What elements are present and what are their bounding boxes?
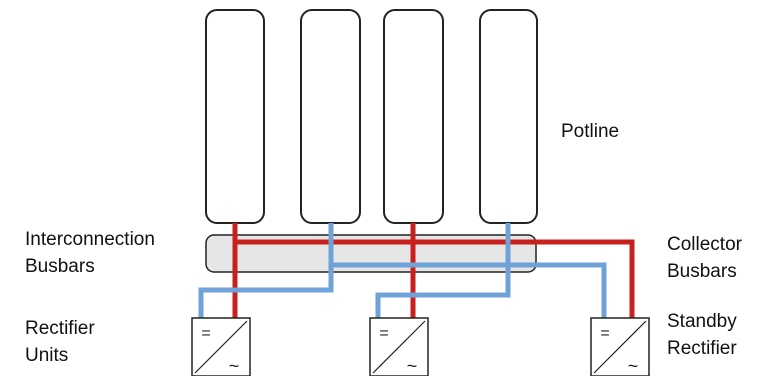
rectifier-1-ac-symbol: ~ [229, 356, 240, 376]
red-collector-busbar [235, 239, 635, 320]
standby-rectifier-ac-symbol: ~ [628, 356, 639, 376]
interconnection-busbars-label-line-2: Busbars [25, 256, 95, 277]
interconnection-busbars-label: Interconnection Busbars [25, 226, 155, 280]
rectifier-2-ac-symbol: ~ [407, 356, 418, 376]
blue-busbar-cell4-to-rectifier-2 [375, 223, 511, 320]
interconnection-busbars-label-line-1: Interconnection [25, 229, 155, 250]
blue-busbars [198, 223, 607, 320]
rectifier-unit-2: = ~ [369, 317, 429, 376]
collector-busbars-label: Collector Busbars [667, 231, 742, 285]
standby-rectifier-dc-symbol: = [600, 325, 609, 342]
standby-rectifier-label-line-1: Standby [667, 311, 737, 332]
potline-cell-4 [479, 9, 538, 224]
potline-cell-1 [205, 9, 265, 224]
potline-cell-2 [300, 9, 361, 224]
standby-rectifier-label-line-2: Rectifier [667, 338, 737, 359]
rectifier-unit-1: = ~ [191, 317, 251, 376]
blue-busbar-cell2-to-rectifier-1 [198, 223, 334, 320]
blue-collector-busbar [331, 262, 607, 320]
potline-cell-3 [383, 9, 444, 224]
potline-cells [205, 9, 538, 224]
standby-rectifier-label: Standby Rectifier [667, 308, 737, 362]
rectifier-units-label-line-2: Units [25, 345, 69, 366]
rectifier-2-dc-symbol: = [379, 325, 388, 342]
potline-label: Potline [561, 121, 620, 142]
rectifier-units-label-line-1: Rectifier [25, 318, 95, 339]
collector-busbars-label-line-1: Collector [667, 234, 742, 255]
rectifier-1-dc-symbol: = [201, 325, 210, 342]
red-busbars [232, 223, 635, 320]
standby-rectifier-unit: = ~ [590, 317, 650, 376]
collector-busbars-label-line-2: Busbars [667, 261, 737, 282]
rectifier-units-label: Rectifier Units [25, 315, 95, 369]
